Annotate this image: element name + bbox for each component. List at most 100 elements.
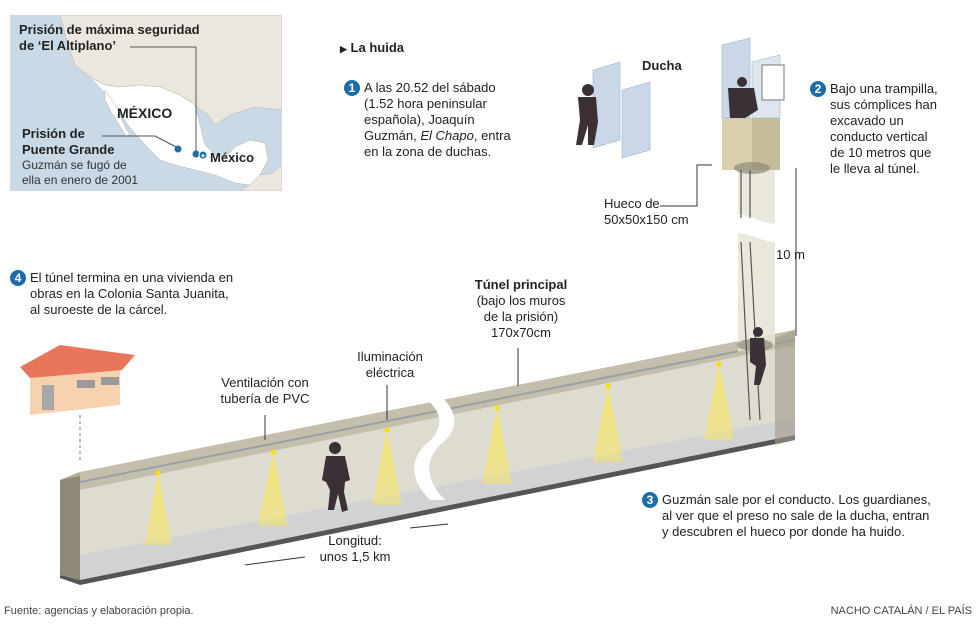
hueco-label-line2: 50x50x150 cm <box>604 212 689 227</box>
map-land-south <box>239 164 282 191</box>
light-beam <box>593 386 623 462</box>
step-number-badge: 3 <box>642 492 658 508</box>
step-1: 1 A las 20.52 del sábado (1.52 hora peni… <box>344 80 511 160</box>
hueco-label: Hueco de 50x50x150 cm <box>604 196 689 228</box>
puente-note: Guzmán se fugó de ella en enero de 2001 <box>22 158 138 188</box>
shaft-box-light <box>722 118 752 170</box>
step-2-line: sus cómplices han <box>830 97 937 112</box>
light-bulb <box>384 427 390 433</box>
step-4-line: obras en la Colonia Santa Juanita, <box>30 286 229 301</box>
section-title-text: La huida <box>350 40 404 55</box>
step-1-line: (1.52 hora peninsular <box>364 96 487 111</box>
iluminacion-line: Iluminación <box>357 349 423 364</box>
step-1-text: Guzmán, <box>364 128 421 143</box>
light-bulb <box>605 383 611 389</box>
city-label: México <box>210 150 255 165</box>
play-arrow-icon: ▶ <box>340 44 347 54</box>
step-1-line: en la zona de duchas. <box>364 144 492 159</box>
walking-person-silhouette <box>322 442 350 512</box>
shower-right <box>721 37 781 119</box>
hueco-label-line1: Hueco de <box>604 196 660 211</box>
country-label: MÉXICO <box>117 105 173 121</box>
shaft <box>738 170 775 352</box>
light-bulb <box>716 361 722 367</box>
light-beam <box>482 408 512 484</box>
shaft-break <box>730 214 785 242</box>
iluminacion-line: eléctrica <box>365 365 415 380</box>
step-4: 4 El túnel termina en una vivienda en ob… <box>10 270 233 318</box>
altiplano-label: Prisión de máxima seguridad de ‘El Altip… <box>19 22 200 54</box>
longitud-line: unos 1,5 km <box>319 549 391 564</box>
step-2-line: de 10 metros que <box>830 145 932 160</box>
map-mexico-land <box>89 76 269 186</box>
step-number-badge: 4 <box>10 270 26 286</box>
ventilacion-line: Ventilación con <box>221 375 309 390</box>
section-title: ▶ La huida <box>340 40 404 57</box>
pvc-pipe <box>79 339 796 483</box>
step-number-badge: 1 <box>344 80 360 96</box>
step-1-line: Guzmán, El Chapo, entra <box>364 128 511 144</box>
puente-label: Prisión de Puente Grande <box>22 126 114 158</box>
altiplano-label-line2: de ‘El Altiplano’ <box>19 38 117 53</box>
light-beam <box>704 364 734 440</box>
step-2: 2 Bajo una trampilla, sus cómplices han … <box>810 81 938 177</box>
iluminacion-label: Iluminación eléctrica <box>350 349 430 381</box>
ventilacion-line: tubería de PVC <box>220 391 310 406</box>
puente-note-line1: Guzmán se fugó de <box>22 158 127 172</box>
step-2-line: le lleva al túnel. <box>830 161 920 176</box>
step-number-badge: 2 <box>810 81 826 97</box>
trapdoor-grate-icon <box>761 64 785 101</box>
altiplano-marker <box>192 150 200 158</box>
light-bulb <box>494 405 500 411</box>
step-1-line: A las 20.52 del sábado <box>364 80 496 95</box>
depth-label: 10 m <box>776 247 805 262</box>
tunnel-end-face <box>60 472 80 580</box>
map-graphic: ★ <box>59 15 282 191</box>
standing-person-silhouette <box>576 84 598 145</box>
svg-text:★: ★ <box>200 153 205 160</box>
shower-left <box>592 61 651 159</box>
tunnel-right-end <box>775 330 795 445</box>
tunel-line: 170x70cm <box>491 325 551 340</box>
climbing-person-silhouette <box>750 327 766 385</box>
light-bulb <box>155 470 161 476</box>
step-3-line: y descubren el hueco por donde ha huido. <box>662 524 905 539</box>
ladder <box>740 170 761 421</box>
step-4-line: al suroeste de la cárcel. <box>30 302 168 317</box>
step-3-line: al ver que el preso no sale de la ducha,… <box>662 508 930 523</box>
longitud-line: Longitud: <box>328 533 382 548</box>
puente-leader-d <box>154 135 179 149</box>
tunel-line: (bajo los muros <box>476 293 566 308</box>
light-bulb <box>270 449 276 455</box>
credit: NACHO CATALÁN / EL PAÍS <box>830 605 972 617</box>
light-beam <box>372 430 402 505</box>
step-2-line: Bajo una trampilla, <box>830 81 938 96</box>
tunel-principal-label: Túnel principal (bajo los muros de la pr… <box>466 277 576 341</box>
step-3-line: Guzmán sale por el conducto. Los guardia… <box>662 492 931 507</box>
puente-grande-marker <box>174 145 182 153</box>
puente-label-line2: Puente Grande <box>22 142 115 157</box>
ventilacion-label: Ventilación con tubería de PVC <box>210 375 320 407</box>
source-note: Fuente: agencias y elaboración propia. <box>4 605 194 617</box>
ducha-label: Ducha <box>642 58 682 73</box>
tunel-title: Túnel principal <box>474 277 568 292</box>
step-4-line: El túnel termina en una vivienda en <box>30 270 234 285</box>
puente-label-line1: Prisión de <box>22 126 85 141</box>
map-inset: ★ Prisión de máxima seguridad de ‘El Alt… <box>10 15 282 191</box>
tunnel-top-strip <box>80 330 795 490</box>
tunnel-opening <box>737 339 773 351</box>
capital-star-icon <box>198 150 208 160</box>
step-2-line: conducto vertical <box>830 129 928 144</box>
step-3: 3 Guzmán sale por el conducto. Los guard… <box>642 492 931 540</box>
shaft-box <box>722 118 780 170</box>
longitud-label: Longitud: unos 1,5 km <box>310 533 400 565</box>
step-1-text: , entra <box>473 128 511 143</box>
tunel-line: de la prisión) <box>483 309 559 324</box>
shaft-opening <box>734 162 770 174</box>
altiplano-label-line1: Prisión de máxima seguridad <box>19 22 200 37</box>
tunnel-back-wall <box>80 330 795 580</box>
crouching-person-silhouette <box>728 77 758 118</box>
el-chapo-italic: El Chapo <box>420 128 474 143</box>
light-beam <box>145 473 172 545</box>
step-2-line: excavado un <box>830 113 904 128</box>
